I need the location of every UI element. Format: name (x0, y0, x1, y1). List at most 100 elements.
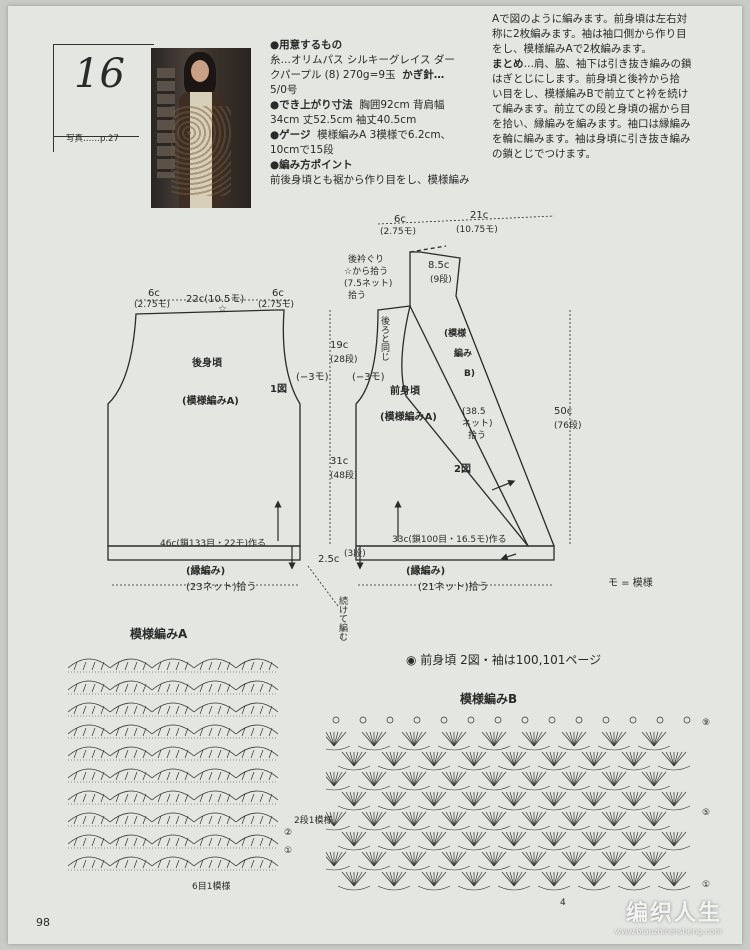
chain-loop (397, 825, 431, 831)
pattern-a-title: 模様編みA (130, 627, 188, 641)
fan-stitch (505, 751, 515, 767)
stitch-mark (199, 793, 204, 803)
pattern-b-row5: ⑤ (702, 808, 711, 818)
fan-stitch (453, 811, 467, 827)
fan-stitch (549, 791, 555, 807)
fan-stitch (613, 731, 623, 747)
chain-loop (326, 825, 351, 831)
stitch-mark (115, 705, 120, 715)
fan-stitch (473, 791, 483, 807)
fan-stitch (365, 771, 375, 787)
fan-stitch (633, 831, 643, 847)
fan-stitch (413, 771, 419, 787)
back-decrease-label: (−3モ) (296, 372, 329, 383)
picot (467, 716, 475, 724)
fan-stitch (601, 811, 615, 827)
fan-stitch (393, 751, 407, 767)
fan-stitch (553, 831, 563, 847)
fan-stitch (489, 851, 495, 867)
stitch-mark (199, 705, 204, 715)
stitch-mark (124, 727, 129, 737)
fan-stitch (493, 811, 499, 827)
stitch-mark (166, 815, 171, 825)
fan-stitch (473, 871, 487, 887)
chain-loop (637, 785, 671, 791)
stitch-mark (157, 771, 162, 781)
fan-stitch (365, 851, 375, 867)
fan-stitch (613, 851, 619, 867)
fan-stitch (373, 771, 387, 787)
chain-loop (457, 765, 491, 771)
stitch-arch (193, 834, 237, 845)
stitch-mark (241, 705, 246, 715)
fan-stitch (589, 831, 595, 847)
fan-stitch (553, 751, 563, 767)
fan-stitch (401, 811, 415, 827)
fan-stitch (413, 731, 427, 747)
fan-stitch (585, 751, 595, 767)
picot (683, 716, 691, 724)
stitch-mark (100, 705, 105, 715)
stitch-mark (166, 771, 171, 781)
fan-stitch (433, 871, 447, 887)
fan-stitch (641, 851, 655, 867)
stitch-arch (67, 768, 111, 779)
fan-stitch (445, 771, 455, 787)
fan-stitch (593, 871, 607, 887)
stitch-mark (142, 683, 147, 693)
fan-stitch (609, 851, 615, 867)
page: 16 写真……p.27 ●用意するもの 糸…オリムパス シルキーグレイス ダー … (8, 6, 742, 944)
stitch-mark (73, 705, 78, 715)
stitch-mark (217, 815, 222, 825)
fan-stitch (593, 831, 607, 847)
stitch-arch (109, 768, 153, 779)
fan-stitch (533, 811, 539, 827)
stitch-mark (250, 771, 255, 781)
fan-stitch (461, 791, 475, 807)
stitch-mark (73, 771, 78, 781)
fan-stitch (329, 771, 335, 787)
chain-loop (537, 805, 571, 811)
fan-stitch (645, 851, 655, 867)
stitch-arch (109, 680, 153, 691)
collar-label-1: 後衿ぐり (348, 253, 384, 265)
stitch-mark (226, 837, 231, 847)
collar-label-4: 拾う (348, 289, 366, 301)
stitch-arch (193, 658, 237, 669)
stitch-mark (73, 661, 78, 671)
chain-loop (417, 805, 451, 811)
fan-stitch (501, 791, 515, 807)
fan-stitch (326, 811, 335, 827)
fan-stitch (553, 871, 559, 887)
fan-stitch (593, 751, 607, 767)
fan-stitch (333, 851, 343, 867)
fan-stitch (393, 871, 407, 887)
fan-stitch (633, 791, 639, 807)
stitch-mark (142, 705, 147, 715)
fan-stitch (501, 871, 515, 887)
fan-stitch (373, 811, 387, 827)
fan-stitch (353, 871, 359, 887)
back-top-left-sub: (2.75モ) (134, 300, 170, 310)
fan-stitch (633, 791, 643, 807)
stitch-mark (133, 683, 138, 693)
armhole-cm: 19c (330, 340, 348, 351)
stitch-mark (73, 727, 78, 737)
stitch-mark (124, 859, 129, 869)
stitch-mark (100, 727, 105, 737)
fan-stitch (533, 851, 539, 867)
fan-stitch (373, 811, 379, 827)
stitch-mark (175, 793, 180, 803)
fan-stitch (373, 731, 383, 747)
chain-loop (357, 745, 391, 751)
fan-stitch (665, 871, 675, 887)
fan-stitch (473, 751, 483, 767)
front-decrease-label: (−3モ) (352, 372, 385, 383)
fan-stitch (569, 771, 575, 787)
fan-stitch (341, 791, 355, 807)
fan-stitch (413, 851, 423, 867)
fan-stitch (589, 751, 595, 767)
stitch-mark (115, 683, 120, 693)
fan-stitch (413, 851, 419, 867)
chain-loop (437, 745, 471, 751)
